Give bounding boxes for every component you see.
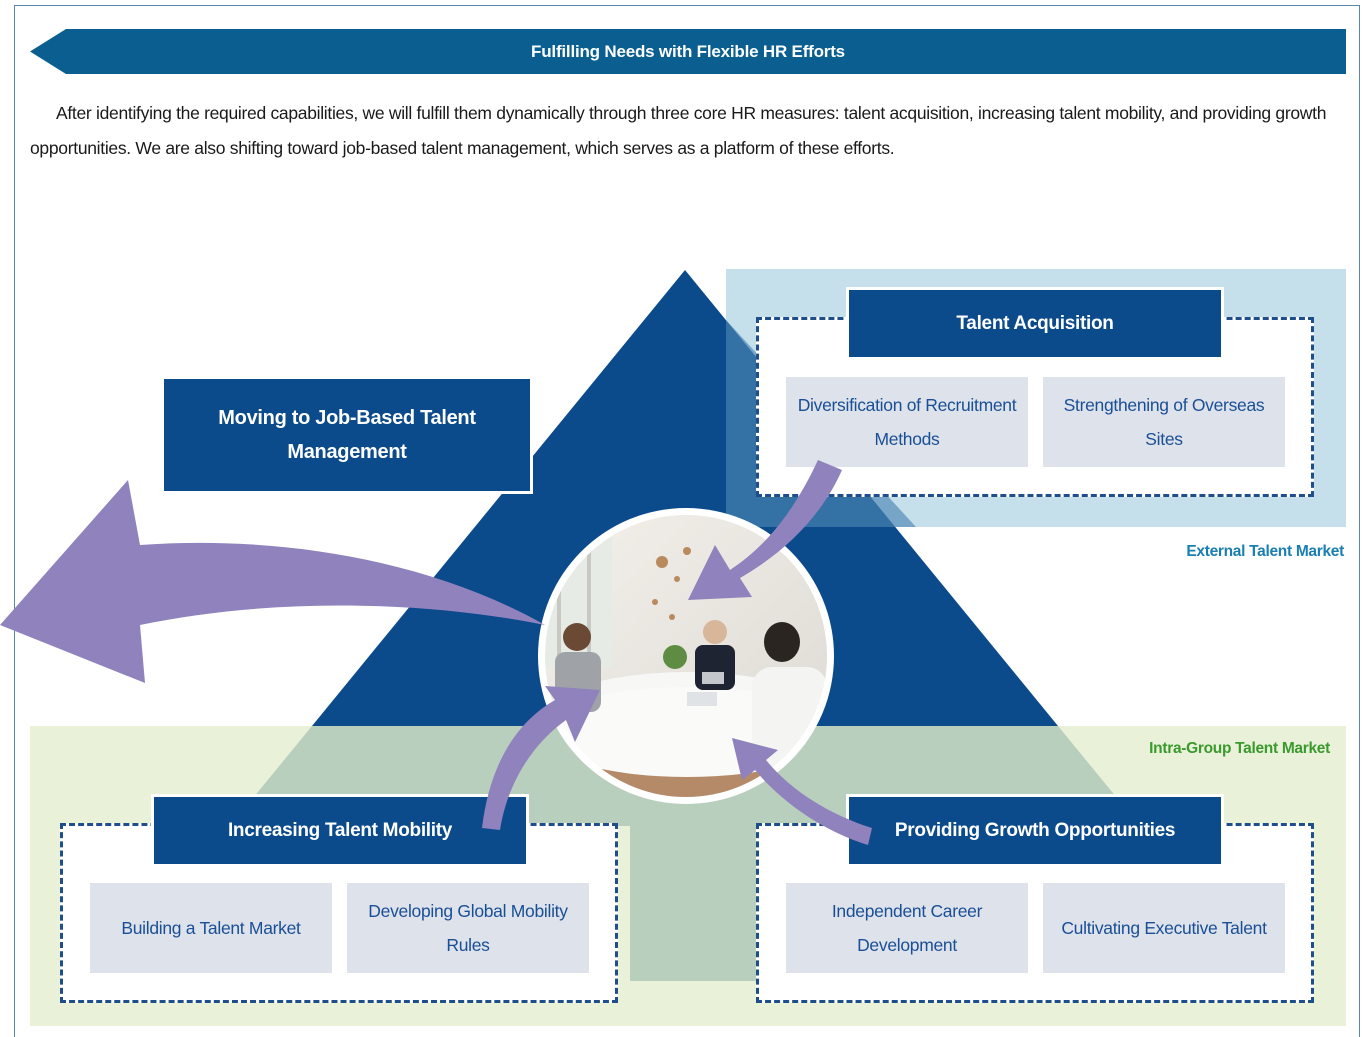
talent-mobility-title: Increasing Talent Mobility — [151, 794, 529, 867]
executive-talent-box: Cultivating Executive Talent — [1043, 883, 1285, 973]
section-banner: Fulfilling Needs with Flexible HR Effort… — [30, 29, 1346, 74]
diversification-recruitment-box: Diversification of Recruitment Methods — [786, 377, 1028, 467]
overseas-sites-box: Strengthening of Overseas Sites — [1043, 377, 1285, 467]
career-development-box: Independent Career Development — [786, 883, 1028, 973]
meeting-photo — [538, 508, 834, 804]
building-talent-market-box: Building a Talent Market — [90, 883, 332, 973]
intra-group-market-label: Intra-Group Talent Market — [1149, 740, 1330, 757]
talent-acquisition-title: Talent Acquisition — [846, 287, 1224, 360]
intro-paragraph: After identifying the required capabilit… — [30, 103, 1327, 158]
job-based-management-box: Moving to Job-Based Talent Management — [161, 376, 533, 494]
banner-shape — [30, 29, 1346, 74]
external-market-label: External Talent Market — [1186, 543, 1344, 560]
global-mobility-rules-box: Developing Global Mobility Rules — [347, 883, 589, 973]
growth-opportunities-title: Providing Growth Opportunities — [846, 794, 1224, 867]
banner-title: Fulfilling Needs with Flexible HR Effort… — [531, 42, 845, 61]
